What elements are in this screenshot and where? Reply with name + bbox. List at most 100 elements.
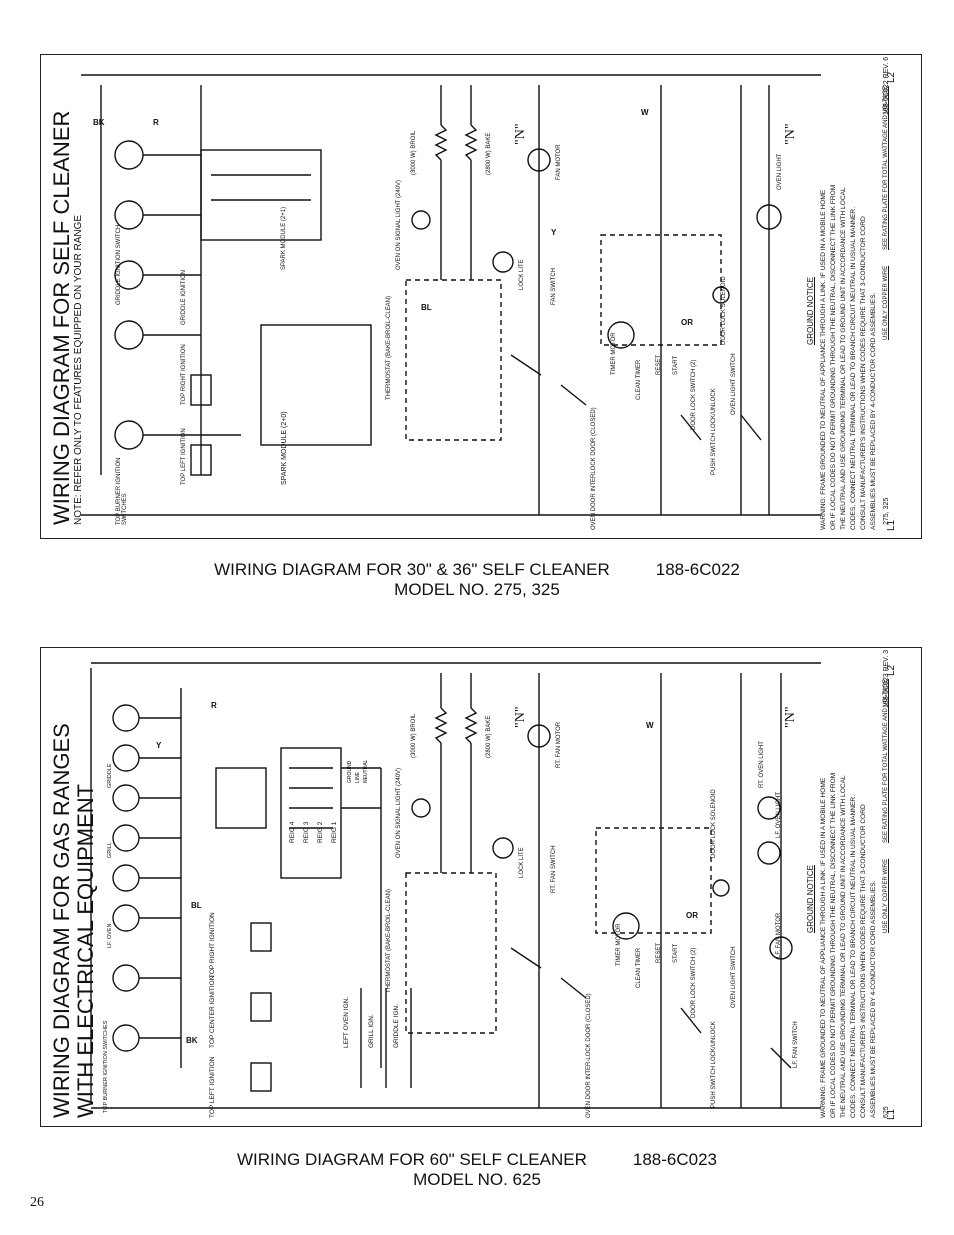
label-lf-oven-light: LF. OVEN LIGHT: [776, 791, 782, 838]
label-fan-switch: FAN SWITCH: [551, 268, 557, 305]
ground-notice-line: CODES. CONNECT NEUTRAL TERMINAL OR LEAD …: [850, 794, 857, 1118]
ground-notice-line: OR IF LOCAL CODES DO NOT PERMIT GROUNDIN…: [830, 184, 837, 530]
label-lf-fan-motor: LF. FAN MOTOR: [776, 912, 782, 958]
diagram1-model: MODEL NO. 275, 325: [394, 580, 560, 599]
label-spark-module-21: SPARK MODULE (2+1): [281, 206, 287, 270]
label-fan-motor: FAN MOTOR: [556, 144, 562, 180]
diagram1-note: NOTE: REFER ONLY TO FEATURES EQUIPPED ON…: [73, 214, 84, 525]
label-neutral-n-right: "N": [783, 706, 798, 728]
label-thermostat: THERMOSTAT (BAKE-BROIL-CLEAN): [386, 295, 392, 400]
ground-notice-line: THE NEUTRAL AND USE GROUNDING TERMINAL O…: [840, 187, 847, 530]
diagram2-model: MODEL NO. 625: [413, 1170, 541, 1189]
diagram1-footer-rev: 188-6C022 REV. 6: [883, 56, 890, 115]
wiring-schematic-2: BK R W BL Y OR: [90, 662, 821, 1109]
label-griddle-ignition-switch: GRIDDLE IGNITION SWITCH: [116, 224, 122, 305]
label-lf-fan-switch: LF. FAN SWITCH: [793, 1021, 799, 1068]
wire-code-bl: BL: [191, 901, 202, 910]
label-oven-door-interlock: OVEN DOOR INTERLOCK DOOR (CLOSED): [591, 407, 597, 530]
diagram1-footer-copper: USE ONLY COPPER WIRE: [883, 265, 889, 340]
label-grill: GRILL: [107, 842, 113, 858]
label-oven-on-signal: OVEN ON SIGNAL LIGHT (240V): [396, 179, 402, 270]
label-door-lock-switch: DOOR LOCK SWITCH (2): [691, 947, 697, 1018]
wiring-schematic-1: BK R W BL Y OR: [81, 74, 821, 516]
wire-code-bk: BK: [93, 118, 105, 127]
label-rt-fan-switch: RT. FAN SWITCH: [551, 845, 557, 893]
wire-code-r: R: [211, 701, 217, 710]
label-timer-motor: TIMER MOTOR: [616, 923, 622, 966]
diagram2-footer-rev: 188-6C023 REV. 3: [883, 649, 890, 708]
wire-code-bl: BL: [421, 303, 432, 312]
label-reset: RESET: [656, 354, 662, 375]
label-reset: RESET: [656, 942, 662, 963]
label-top-burner-switches: TOP BURNER IGNITION SWITCHES: [116, 457, 128, 525]
wire-code-y: Y: [551, 228, 557, 237]
label-reig4: REIG 4: [289, 821, 296, 843]
diagram2-part-number: 188-6C023: [632, 1150, 717, 1169]
label-start: START: [673, 355, 679, 375]
diagram1-ground-notice-title: GROUND NOTICE: [806, 277, 815, 345]
label-reig3: REIG 3: [303, 821, 310, 843]
label-clean-timer: CLEAN TIMER: [636, 359, 642, 400]
label-timer-motor: TIMER MOTOR: [611, 332, 617, 375]
label-reig1: REIG 1: [331, 821, 338, 843]
label-oven-door-interlock: OVEN DOOR INTER-LOCK DOOR (CLOSED): [586, 993, 592, 1118]
label-neutral-n: "N": [513, 123, 528, 145]
label-grill-ign: GRILL IGN.: [368, 1014, 375, 1048]
label-lock-lite: LOCK LITE: [519, 847, 525, 878]
label-lf-oven: LF. OVEN: [107, 923, 113, 948]
label-spark-module-20: SPARK MODULE (2+0): [281, 411, 288, 485]
ground-notice-line: OR IF LOCAL CODES DO NOT PERMIT GROUNDIN…: [830, 772, 837, 1118]
diagram2-ground-notice-title: GROUND NOTICE: [806, 865, 815, 933]
label-left-oven-ign: LEFT OVEN IGN.: [343, 996, 350, 1048]
label-neutral-term: NEUTRAL: [363, 759, 369, 783]
label-reig2: REIG 2: [317, 821, 324, 843]
diagram1-caption: WIRING DIAGRAM FOR 30" & 36" SELF CLEANE…: [0, 560, 954, 600]
ground-notice-line: CODES. CONNECT NEUTRAL TERMINAL OR LEAD …: [850, 206, 857, 530]
diagram2-title-line1: WIRING DIAGRAM FOR GAS RANGES: [49, 723, 74, 1118]
label-lock-lite: LOCK LITE: [519, 259, 525, 290]
diagram1-caption-title: WIRING DIAGRAM FOR 30" & 36" SELF CLEANE…: [214, 560, 610, 579]
label-top-left-ignition: TOP LEFT IGNITION: [181, 428, 187, 485]
wire-code-bk: BK: [186, 1036, 198, 1045]
label-oven-on-signal: OVEN ON SIGNAL LIGHT (240V): [396, 767, 402, 858]
wire-code-w: W: [641, 108, 649, 117]
ground-notice-line: THE NEUTRAL AND USE GROUNDING TERMINAL O…: [840, 775, 847, 1118]
label-bake: (2800 W) BAKE: [486, 715, 492, 758]
label-rt-fan-motor: RT. FAN MOTOR: [556, 721, 562, 768]
diagram1-part-number: 188-6C022: [655, 560, 740, 579]
page-number: 26: [30, 1195, 44, 1210]
ground-notice-line: CONSULT MANUFACTURER'S INSTRUCTIONS WHEN…: [860, 216, 867, 530]
label-top-burner-switches: TOP BURNER IGNITION SWITCHES: [103, 1020, 109, 1113]
label-griddle-ignition: GRIDDLE IGNITION: [181, 269, 187, 325]
wire-code-or: OR: [686, 911, 698, 920]
wire-code-or: OR: [681, 318, 693, 327]
diagram2-caption-title: WIRING DIAGRAM FOR 60" SELF CLEANER: [237, 1150, 587, 1169]
label-door-lock-solenoid: DOOR LOCK SOLENOID: [711, 789, 717, 858]
label-top-right-ignition: TOP RIGHT IGNITION: [181, 344, 187, 405]
diagram1-title: WIRING DIAGRAM FOR SELF CLEANER: [49, 110, 74, 525]
label-neutral-n: "N": [513, 706, 528, 728]
label-oven-light: OVEN LIGHT: [777, 153, 783, 190]
label-oven-light-switch: OVEN LIGHT SWITCH: [731, 353, 737, 415]
wire-code-y: Y: [156, 741, 162, 750]
ground-notice-line: ASSEMBLIES MUST BE REPLACED BY 4-CONDUCT…: [870, 880, 877, 1118]
diagram2-title-line2: WITH ELECTRICAL EQUIPMENT: [73, 783, 98, 1118]
label-ground: GROUND: [347, 760, 353, 783]
wire-code-w: W: [646, 721, 654, 730]
label-door-lock-solenoid: DOOR LOCK SOLENOID: [721, 276, 727, 345]
label-clean-timer: CLEAN TIMER: [636, 947, 642, 988]
label-push-switch: PUSH SWITCH LOCK/UNLOCK: [711, 1021, 717, 1108]
label-broil: (3000 W) BROIL: [411, 130, 417, 175]
ground-notice-line: WARNING: FRAME GROUNDED TO NEUTRAL OF AP…: [820, 777, 827, 1118]
label-griddle: GRIDDLE: [107, 763, 113, 788]
label-line: LINE: [355, 771, 361, 783]
label-top-left-ignition: TOP LEFT IGNITION: [209, 1056, 216, 1118]
ground-notice-line: ASSEMBLIES MUST BE REPLACED BY 4-CONDUCT…: [870, 292, 877, 530]
diagram2-caption: WIRING DIAGRAM FOR 60" SELF CLEANER 188-6…: [0, 1150, 954, 1190]
label-door-lock-switch: DOOR LOCK SWITCH (2): [691, 359, 697, 430]
label-top-right-ignition: TOP RIGHT IGNITION: [209, 912, 216, 978]
label-neutral-n-right: "N": [783, 123, 798, 145]
ground-notice-line: CONSULT MANUFACTURER'S INSTRUCTIONS WHEN…: [860, 804, 867, 1118]
label-griddle-ign: GRIDDLE IGN.: [393, 1003, 400, 1048]
ground-notice-line: WARNING: FRAME GROUNDED TO NEUTRAL OF AP…: [820, 189, 827, 530]
